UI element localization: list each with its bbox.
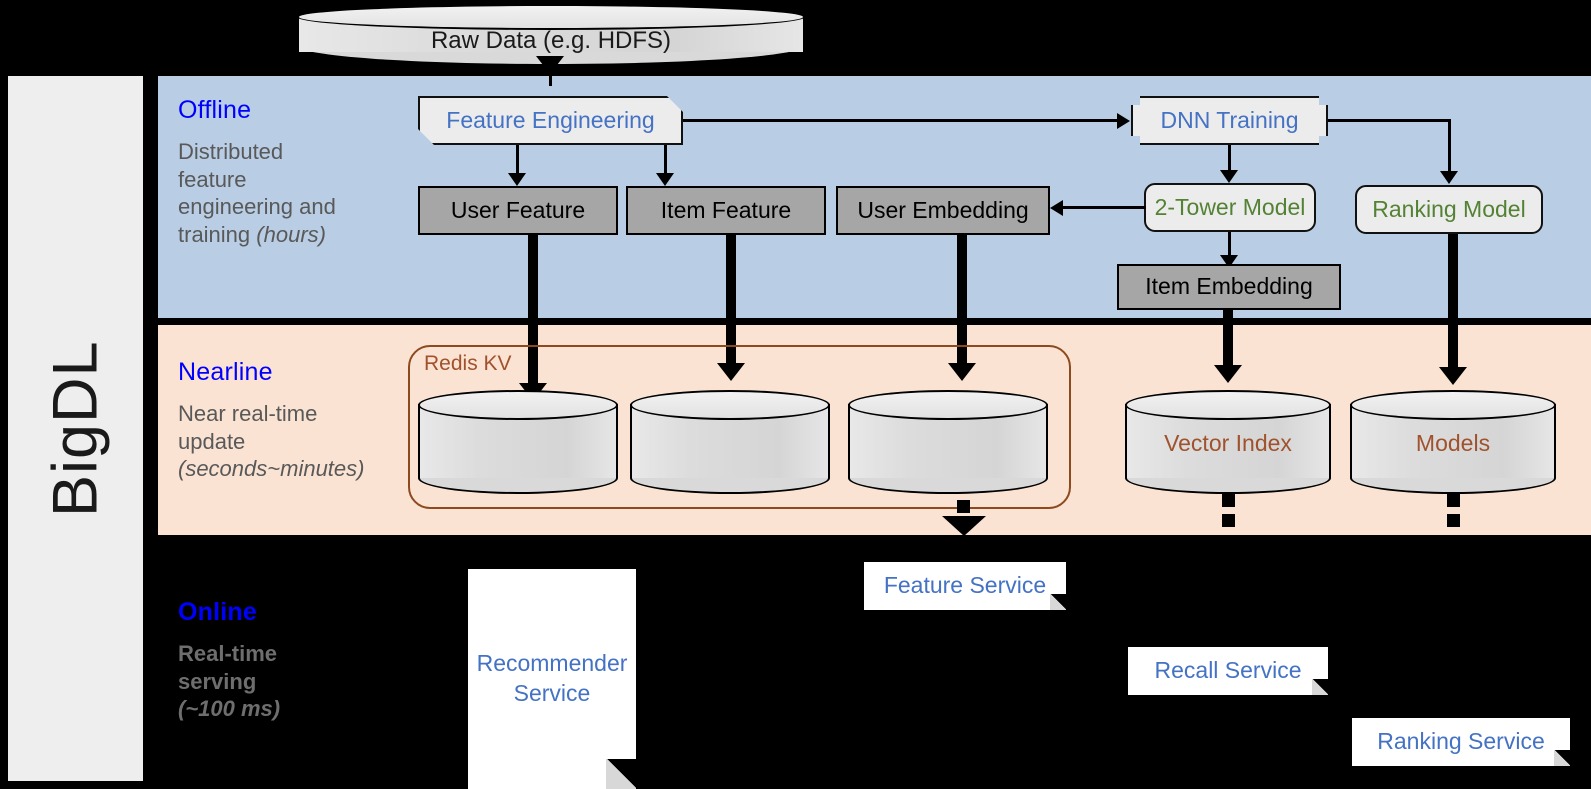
node-item-embedding[interactable]: Item Embedding bbox=[1117, 264, 1341, 310]
offline-subtitle-italic: (hours) bbox=[256, 222, 326, 248]
pipe-itemembedding-vectorindex bbox=[1223, 310, 1233, 372]
ranking-model-label: Ranking Model bbox=[1372, 195, 1526, 222]
nearline-subtitle-line-2: update bbox=[178, 428, 246, 454]
models-label: Models bbox=[1415, 430, 1491, 456]
models-cylinder[interactable]: Models bbox=[1350, 390, 1556, 494]
arrowhead-fe-itemfeature bbox=[656, 173, 674, 186]
arrowhead-itemfeature-store bbox=[717, 363, 745, 381]
connector-dnn-rankingmodel-h bbox=[1328, 119, 1451, 122]
stub-vectorindex-2 bbox=[1222, 514, 1235, 527]
stub-vectorindex-1 bbox=[1222, 494, 1235, 507]
arrowhead-rankingmodel-models bbox=[1439, 367, 1467, 385]
vector-index-cylinder[interactable]: Vector Index bbox=[1125, 390, 1331, 494]
bigdl-label: BigDL bbox=[40, 340, 111, 517]
offline-subtitle: Distributed feature engineering and trai… bbox=[178, 138, 408, 249]
connector-twotower-itemembedding bbox=[1228, 232, 1231, 259]
connector-dnn-twotower bbox=[1228, 145, 1231, 173]
offline-subtitle-word: training bbox=[178, 222, 257, 248]
connector-fe-itemfeature bbox=[664, 145, 667, 177]
connector-fe-userfeature bbox=[516, 145, 519, 177]
service-ranking[interactable]: Ranking Service bbox=[1352, 718, 1570, 766]
recommender-service-line-2: Service bbox=[513, 680, 591, 706]
node-user-feature[interactable]: User Feature bbox=[418, 186, 618, 235]
recall-service-label: Recall Service bbox=[1154, 657, 1302, 684]
feature-engineering-label: Feature Engineering bbox=[446, 106, 655, 133]
online-subtitle: Real-time serving (~100 ms) bbox=[178, 640, 408, 723]
nearline-caption: Nearline Near real-time update (seconds~… bbox=[178, 358, 418, 483]
arrowhead-userembedding-store bbox=[948, 363, 976, 381]
feature-service-label: Feature Service bbox=[883, 572, 1047, 599]
stub-models-1 bbox=[1447, 494, 1460, 507]
redis-kv-group[interactable] bbox=[408, 345, 1071, 509]
offline-subtitle-line-2: feature bbox=[178, 166, 247, 192]
arrowhead-redis-featureservice bbox=[942, 516, 986, 536]
offline-subtitle-line-1: Distributed bbox=[178, 139, 284, 164]
page-fold-icon bbox=[1554, 750, 1570, 766]
redis-kv-label: Redis KV bbox=[424, 352, 512, 375]
arrowhead-dnn-twotower bbox=[1220, 170, 1238, 183]
node-dnn-training[interactable]: DNN Training bbox=[1131, 96, 1328, 145]
pipe-itemfeature-store bbox=[726, 235, 736, 370]
node-two-tower-model[interactable]: 2-Tower Model bbox=[1144, 183, 1316, 232]
pipe-userfeature-store bbox=[528, 235, 538, 391]
arrowhead-itemembedding-vectorindex bbox=[1214, 365, 1242, 383]
connector-fe-dnn bbox=[683, 119, 1117, 122]
connector-rawdata-fe bbox=[549, 66, 552, 86]
pipe-userembedding-store bbox=[957, 235, 967, 370]
service-feature[interactable]: Feature Service bbox=[864, 562, 1066, 610]
bigdl-rail bbox=[8, 76, 143, 781]
connector-dnn-rankingmodel-v bbox=[1448, 119, 1451, 174]
arrowhead-dnn-rankingmodel bbox=[1440, 171, 1458, 184]
two-tower-model-label: 2-Tower Model bbox=[1154, 193, 1306, 220]
user-embedding-label: User Embedding bbox=[857, 196, 1029, 223]
item-feature-label: Item Feature bbox=[660, 196, 792, 223]
item-embedding-label: Item Embedding bbox=[1145, 273, 1313, 300]
stub-models-2 bbox=[1447, 514, 1460, 527]
node-feature-engineering[interactable]: Feature Engineering bbox=[418, 96, 683, 145]
node-item-feature[interactable]: Item Feature bbox=[626, 186, 826, 235]
nearline-subtitle: Near real-time update (seconds~minutes) bbox=[178, 400, 418, 483]
service-recommender[interactable]: Recommender Service bbox=[468, 569, 636, 789]
store-user-embedding-cylinder[interactable] bbox=[848, 390, 1048, 494]
page-fold-icon bbox=[1312, 679, 1328, 695]
recommender-service-line-1: Recommender bbox=[476, 650, 628, 677]
online-subtitle-italic: (~100 ms) bbox=[178, 696, 281, 722]
online-subtitle-line-2: serving bbox=[178, 668, 257, 694]
dnn-training-label: DNN Training bbox=[1160, 106, 1299, 133]
nearline-title: Nearline bbox=[178, 358, 273, 386]
node-ranking-model[interactable]: Ranking Model bbox=[1355, 185, 1543, 234]
arrowhead-rawdata-fe bbox=[536, 56, 564, 74]
stub-redis-featureservice bbox=[957, 500, 970, 513]
online-title: Online bbox=[178, 598, 257, 626]
arrowhead-fe-dnn bbox=[1117, 113, 1130, 129]
offline-subtitle-line-4: training (hours) bbox=[178, 221, 408, 249]
ranking-service-label: Ranking Service bbox=[1377, 728, 1545, 755]
offline-subtitle-line-3: engineering and bbox=[178, 194, 336, 220]
nearline-subtitle-line-1: Near real-time bbox=[178, 401, 318, 426]
offline-title: Offline bbox=[178, 96, 252, 124]
arrowhead-twotower-userembedding bbox=[1050, 200, 1063, 216]
pipe-rankingmodel-models bbox=[1448, 234, 1458, 374]
store-user-feature-cylinder[interactable] bbox=[418, 390, 618, 494]
online-caption: Online Real-time serving (~100 ms) bbox=[178, 598, 408, 723]
page-fold-icon bbox=[606, 759, 636, 789]
page-fold-icon bbox=[1050, 594, 1066, 610]
store-item-feature-cylinder[interactable] bbox=[630, 390, 830, 494]
nearline-subtitle-italic: (seconds~minutes) bbox=[178, 456, 365, 482]
offline-caption: Offline Distributed feature engineering … bbox=[178, 96, 408, 249]
service-recall[interactable]: Recall Service bbox=[1128, 647, 1328, 695]
user-feature-label: User Feature bbox=[450, 196, 586, 223]
arrowhead-fe-userfeature bbox=[508, 173, 526, 186]
node-user-embedding[interactable]: User Embedding bbox=[836, 186, 1050, 235]
raw-data-label: Raw Data (e.g. HDFS) bbox=[430, 27, 672, 54]
vector-index-label: Vector Index bbox=[1164, 430, 1292, 456]
connector-twotower-userembedding bbox=[1062, 206, 1146, 209]
online-subtitle-line-1: Real-time bbox=[178, 641, 278, 666]
